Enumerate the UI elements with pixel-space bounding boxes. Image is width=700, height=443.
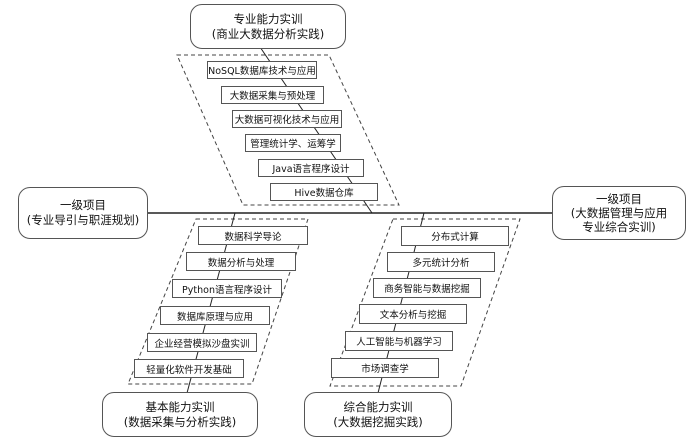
bottom-left-course-item: 数据分析与处理 <box>186 252 296 271</box>
top-course-item: 大数据采集与预处理 <box>221 86 324 104</box>
left-project-title: 一级项目 <box>60 198 106 212</box>
bottom-right-group-frame <box>329 218 521 387</box>
right-project-box: 一级项目 (大数据管理与应用 专业综合实训) <box>552 186 686 240</box>
right-project-title: 一级项目 <box>596 192 642 206</box>
bottom-left-project-box: 基本能力实训 (数据采集与分析实践) <box>102 392 258 437</box>
top-course-item: 管理统计学、运筹学 <box>245 134 341 152</box>
top-course-item: Java语言程序设计 <box>258 159 364 177</box>
bottom-right-course-item: 多元统计分析 <box>387 252 495 272</box>
bottom-right-project-box: 综合能力实训 (大数据挖掘实践) <box>304 392 452 437</box>
bottom-left-project-title: 基本能力实训 <box>145 399 215 414</box>
top-course-item: Hive数据仓库 <box>270 183 378 201</box>
bottom-right-project-subtitle: (大数据挖掘实践) <box>333 414 423 429</box>
left-project-box: 一级项目 (专业导引与职涯规划) <box>18 187 148 239</box>
right-project-subtitle-line1: (大数据管理与应用 <box>570 206 668 220</box>
top-project-subtitle: (商业大数据分析实践) <box>211 26 325 41</box>
bottom-right-course-item: 分布式计算 <box>401 226 509 246</box>
bottom-left-course-item: Python语言程序设计 <box>172 279 282 298</box>
top-course-item: NoSQL数据库技术与应用 <box>207 61 317 79</box>
top-course-item: 大数据可视化技术与应用 <box>232 110 342 128</box>
bottom-right-course-item: 文本分析与挖掘 <box>359 304 467 324</box>
top-group-frame <box>176 54 400 206</box>
bottom-right-course-item: 市场调查学 <box>331 358 439 378</box>
bottom-right-project-title: 综合能力实训 <box>343 399 413 414</box>
bottom-right-course-item: 商务智能与数据挖掘 <box>373 278 481 298</box>
bottom-left-course-item: 轻量化软件开发基础 <box>134 359 244 378</box>
right-project-subtitle-line2: 专业综合实训) <box>582 220 656 234</box>
bottom-left-project-subtitle: (数据采集与分析实践) <box>123 414 237 429</box>
bottom-left-course-item: 数据库原理与应用 <box>160 306 270 325</box>
top-project-title: 专业能力实训 <box>233 11 303 26</box>
top-project-box: 专业能力实训 (商业大数据分析实践) <box>190 4 346 49</box>
bottom-left-course-item: 企业经营模拟沙盘实训 <box>147 333 257 352</box>
bottom-left-group-frame <box>127 218 309 385</box>
bottom-left-course-item: 数据科学导论 <box>198 226 308 245</box>
bottom-right-course-item: 人工智能与机器学习 <box>345 331 453 351</box>
left-project-subtitle: (专业导引与职涯规划) <box>26 213 140 227</box>
